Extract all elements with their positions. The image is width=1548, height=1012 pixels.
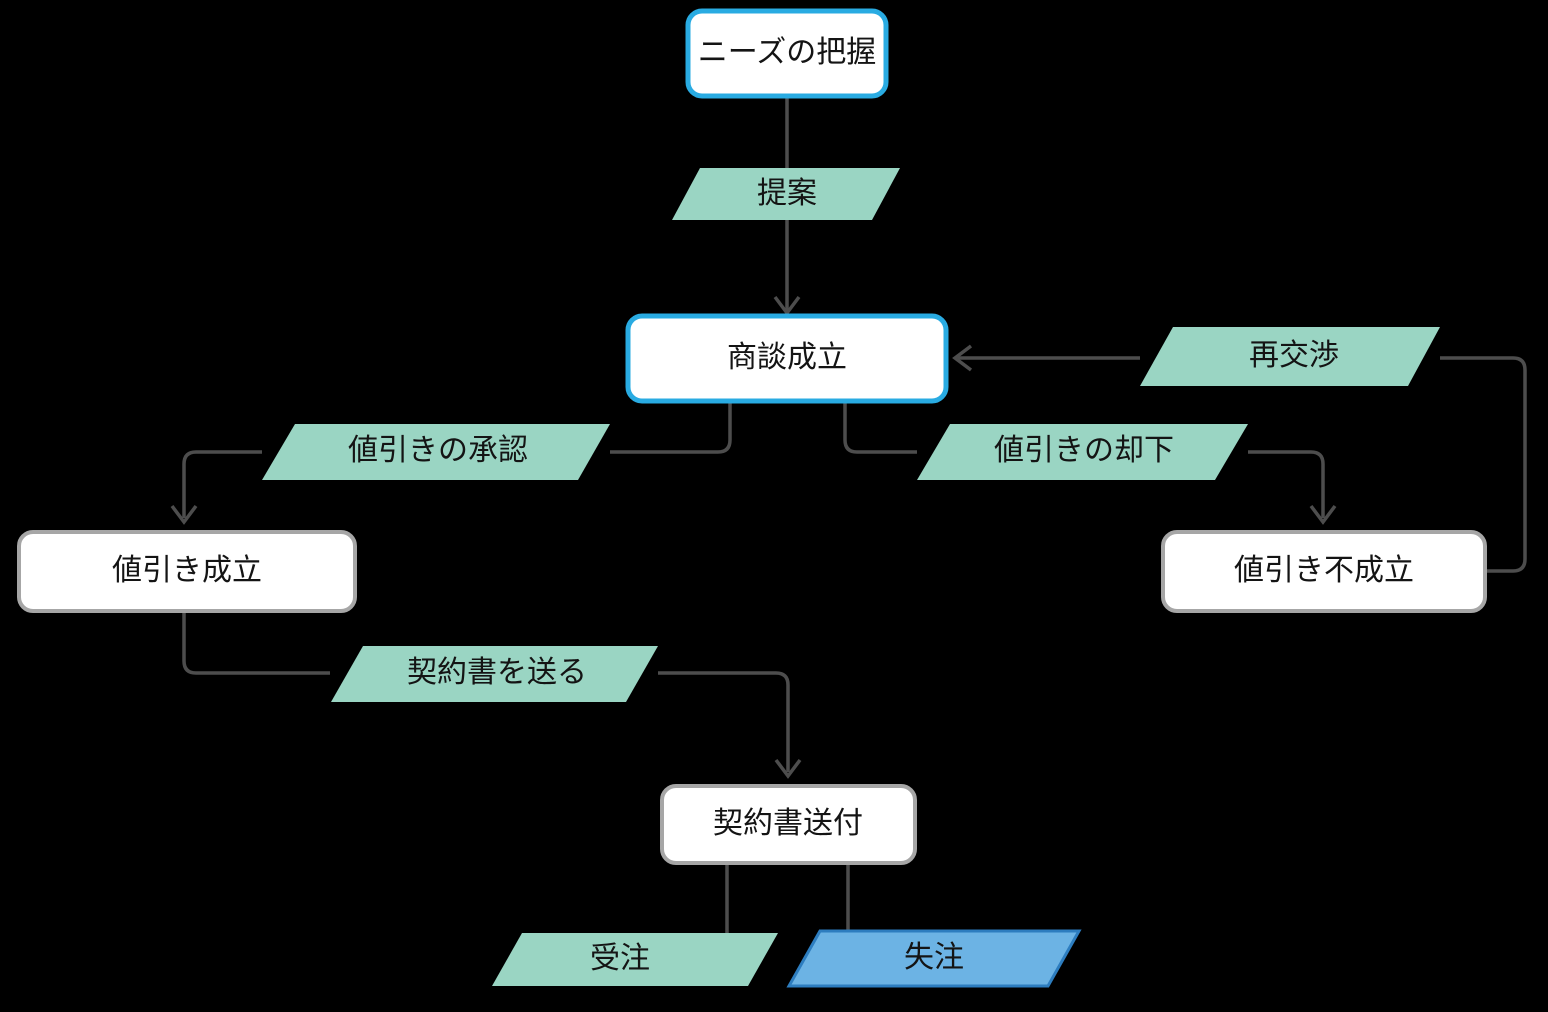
arrowhead-discount-rejected-to-discount-ng <box>1309 504 1337 525</box>
node-shape-rounded-rect[interactable] <box>1161 530 1487 613</box>
node-renegotiate[interactable]: 再交渉 <box>1140 327 1440 386</box>
node-shape-rounded-rect[interactable] <box>660 784 917 865</box>
node-shape-rounded-rect[interactable] <box>17 530 357 613</box>
node-discount-approved[interactable]: 値引きの承認 <box>262 424 610 480</box>
node-discount-not-established[interactable]: 値引き不成立 <box>1161 530 1487 613</box>
arrowhead-renegotiate-to-deal <box>952 344 973 372</box>
node-order-lost[interactable]: 失注 <box>786 929 1082 988</box>
node-shape-parallelogram[interactable] <box>262 424 610 480</box>
node-shape-parallelogram[interactable] <box>917 424 1248 480</box>
node-send-contract[interactable]: 契約書を送る <box>331 646 658 702</box>
node-shape-parallelogram[interactable] <box>786 929 1082 988</box>
node-shape-parallelogram[interactable] <box>331 646 658 702</box>
node-needs-understanding[interactable]: ニーズの把握 <box>685 8 889 99</box>
edge-discount-rejected-to-discount-ng <box>1248 450 1325 518</box>
node-contract-sent[interactable]: 契約書送付 <box>660 784 917 865</box>
node-discount-rejected[interactable]: 値引きの却下 <box>917 424 1248 480</box>
node-proposal[interactable]: 提案 <box>672 168 900 220</box>
arrowhead-send-contract-to-contract-sent <box>774 758 802 779</box>
edge-deal-to-discount-rejected <box>843 400 917 454</box>
node-shape-parallelogram[interactable] <box>492 933 778 986</box>
node-order-won[interactable]: 受注 <box>492 933 778 986</box>
edge-discount-approved-to-discount-ok <box>182 450 262 518</box>
edge-layer <box>170 96 1527 934</box>
node-shape-rounded-rect[interactable] <box>685 8 889 99</box>
node-discount-established[interactable]: 値引き成立 <box>17 530 357 613</box>
arrowhead-discount-approved-to-discount-ok <box>170 504 198 525</box>
edge-deal-to-discount-approved <box>610 400 732 454</box>
edge-discount-ng-to-renegotiate <box>1440 356 1527 573</box>
edge-send-contract-to-contract-sent <box>658 671 790 772</box>
edge-discount-ok-to-send-contract <box>182 611 330 675</box>
node-deal-closed[interactable]: 商談成立 <box>625 313 949 404</box>
node-shape-rounded-rect[interactable] <box>625 313 949 404</box>
node-shape-parallelogram[interactable] <box>1140 327 1440 386</box>
node-shape-parallelogram[interactable] <box>672 168 900 220</box>
arrowhead-proposal-to-deal <box>773 295 801 316</box>
